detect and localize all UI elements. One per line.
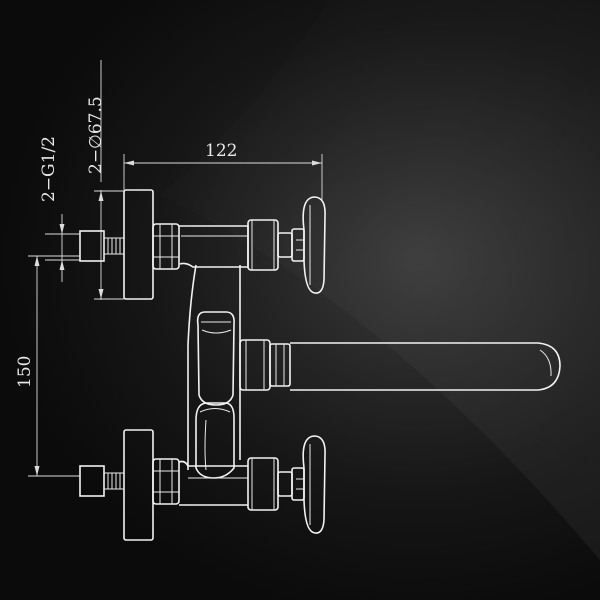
central-body bbox=[187, 264, 241, 479]
dimension-diameter-label: 2−∅67.5 bbox=[86, 96, 106, 174]
top-crossbar bbox=[179, 196, 326, 294]
top-inlet-assembly bbox=[79, 189, 180, 300]
background-sheen bbox=[160, 0, 600, 560]
dimension-thread-label: 2−G1/2 bbox=[39, 136, 59, 202]
dimension-width-label: 122 bbox=[205, 141, 237, 161]
dimension-diameter: 2−∅67.5 bbox=[86, 60, 124, 300]
spout bbox=[239, 339, 561, 391]
dimension-thread: 2−G1/2 bbox=[39, 136, 80, 282]
dimension-height-label: 150 bbox=[15, 356, 35, 388]
dimension-height: 150 bbox=[15, 255, 80, 477]
dimension-width: 122 bbox=[123, 141, 323, 200]
bottom-crossbar bbox=[178, 435, 326, 534]
bottom-inlet-assembly bbox=[79, 429, 180, 541]
